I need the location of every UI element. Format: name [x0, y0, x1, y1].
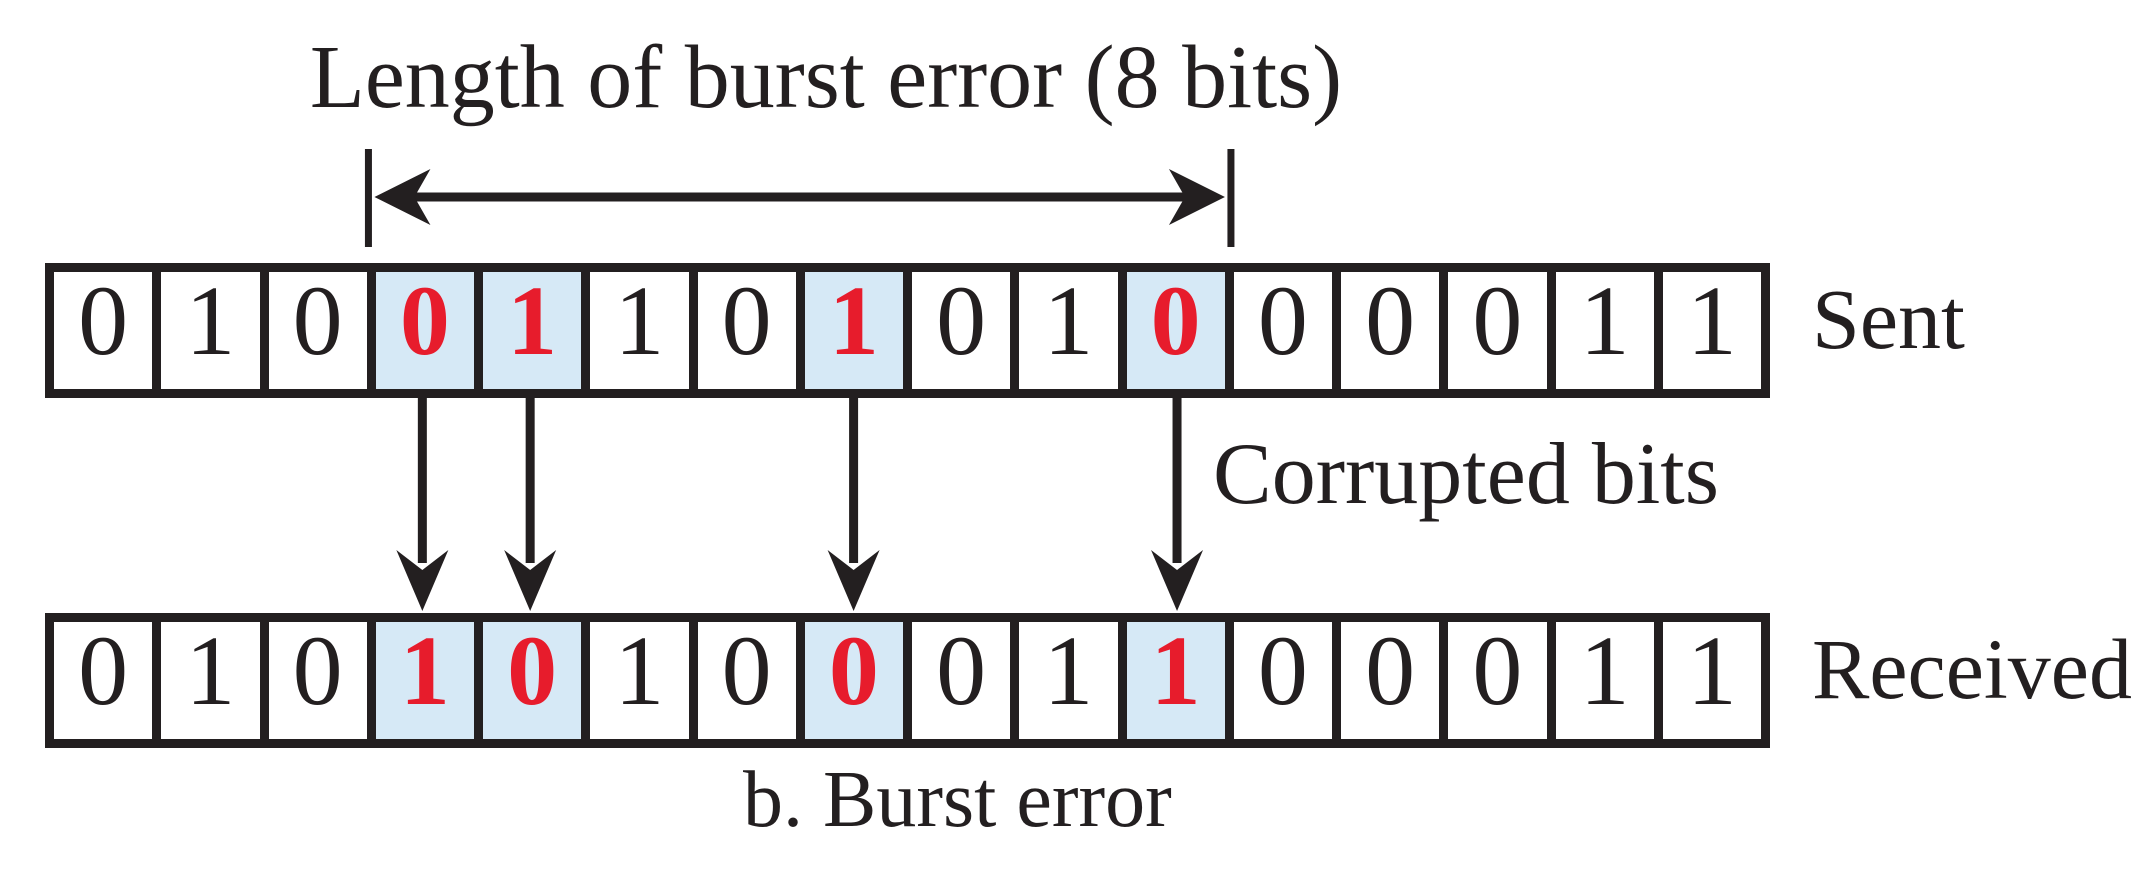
corruption-arrowhead — [396, 550, 449, 611]
corrupted-bit-cell: 1 — [795, 272, 903, 389]
corruption-arrow-line — [849, 398, 859, 563]
bit-cell: 0 — [688, 622, 796, 739]
corruption-arrowhead — [504, 550, 557, 611]
bit-cell: 1 — [1546, 272, 1654, 389]
burst-length-arrow — [364, 149, 1235, 247]
corrupted-bits-label: Corrupted bits — [1213, 426, 1719, 523]
corruption-arrowhead — [827, 550, 880, 611]
burst-span-left-tick — [364, 149, 372, 247]
bit-cell: 1 — [1653, 622, 1761, 739]
bit-cell: 1 — [152, 272, 259, 389]
bit-cell: 0 — [78, 272, 129, 376]
bit-cell: 0 — [1224, 272, 1332, 389]
bit-cell: 0 — [78, 622, 129, 726]
corruption-arrow-line — [1172, 398, 1182, 563]
corrupted-bit-cell: 0 — [474, 622, 582, 739]
received-label: Received — [1812, 621, 2132, 717]
bit-cell: 0 — [1332, 272, 1439, 389]
bit-cell: 1 — [581, 622, 688, 739]
corrupted-bit-cell: 0 — [795, 622, 903, 739]
corrupted-bit-cell: 1 — [366, 622, 474, 739]
bit-cell: 0 — [259, 272, 367, 389]
bit-cell: 0 — [259, 622, 367, 739]
bit-cell: 1 — [1653, 272, 1761, 389]
burst-length-title: Length of burst error (8 bits) — [309, 28, 1343, 127]
corrupted-bit-cell: 0 — [1117, 272, 1225, 389]
bit-cell: 0 — [1332, 622, 1439, 739]
bit-cell: 0 — [1439, 272, 1546, 389]
bit-cell: 1 — [581, 272, 688, 389]
bit-cell: 0 — [903, 622, 1010, 739]
bit-cell: 0 — [903, 272, 1010, 389]
corrupted-bit-cell: 1 — [1117, 622, 1225, 739]
bit-cell: 0 — [688, 272, 796, 389]
bit-cell: 1 — [1010, 622, 1117, 739]
corruption-arrow-line — [417, 398, 427, 563]
burst-span-left-arrowhead — [374, 169, 431, 225]
corrupted-bit-cell: 0 — [366, 272, 474, 389]
figure-caption: b. Burst error — [743, 756, 1172, 844]
bit-cell: 1 — [152, 622, 259, 739]
burst-span-right-arrowhead — [1168, 169, 1225, 225]
corruption-arrow-line — [525, 398, 535, 563]
corrupted-bit-cell: 1 — [474, 272, 582, 389]
bit-cell: 1 — [1010, 272, 1117, 389]
bit-cell: 0 — [1439, 622, 1546, 739]
burst-span-right-tick — [1227, 149, 1235, 247]
burst-span-line — [406, 192, 1193, 202]
bit-cell: 0 — [1224, 622, 1332, 739]
sent-label: Sent — [1812, 271, 1965, 367]
corruption-arrows — [396, 398, 1204, 611]
bit-cell: 1 — [1546, 622, 1654, 739]
corruption-arrowhead — [1151, 550, 1204, 611]
